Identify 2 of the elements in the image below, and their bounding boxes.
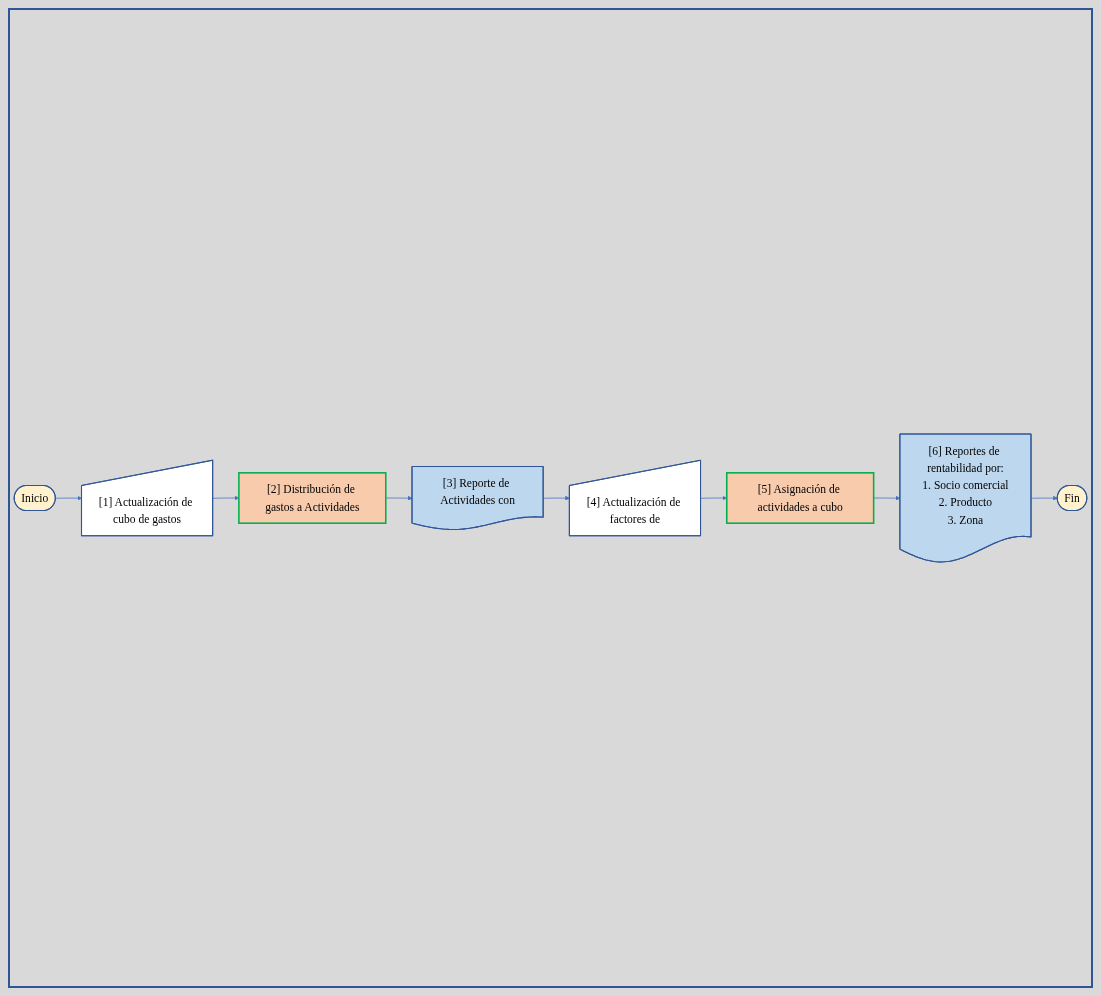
node-box: [5] Asignación de actividades a cubo [725, 472, 875, 524]
node-box: [2] Distribución de gastos a Actividades [238, 472, 387, 524]
